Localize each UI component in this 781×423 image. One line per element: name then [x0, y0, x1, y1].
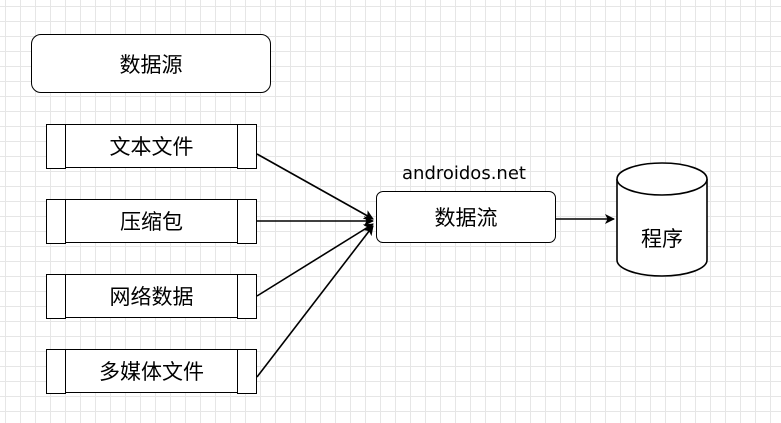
- source-box-network-data[interactable]: 网络数据: [46, 273, 257, 319]
- source-box-archive[interactable]: 压缩包: [46, 198, 257, 244]
- connector-text-files-to-stream: [256, 153, 374, 220]
- source-label-text-files: 文本文件: [109, 135, 194, 159]
- data-source-title-label: 数据源: [119, 52, 183, 77]
- program-label: 程序: [641, 227, 683, 251]
- watermark-text: androidos.net: [402, 163, 526, 184]
- data-stream-box[interactable]: 数据流: [376, 191, 556, 243]
- connector-multimedia-files-to-stream: [256, 225, 374, 378]
- data-source-title-box[interactable]: 数据源: [31, 34, 271, 93]
- source-box-multimedia-files[interactable]: 多媒体文件: [46, 348, 257, 394]
- data-stream-label: 数据流: [434, 206, 498, 230]
- source-label-network-data: 网络数据: [109, 285, 194, 309]
- source-label-multimedia-files: 多媒体文件: [99, 360, 204, 384]
- source-label-archive: 压缩包: [120, 210, 183, 234]
- source-box-text-files[interactable]: 文本文件: [46, 123, 257, 169]
- connector-network-data-to-stream: [256, 223, 374, 297]
